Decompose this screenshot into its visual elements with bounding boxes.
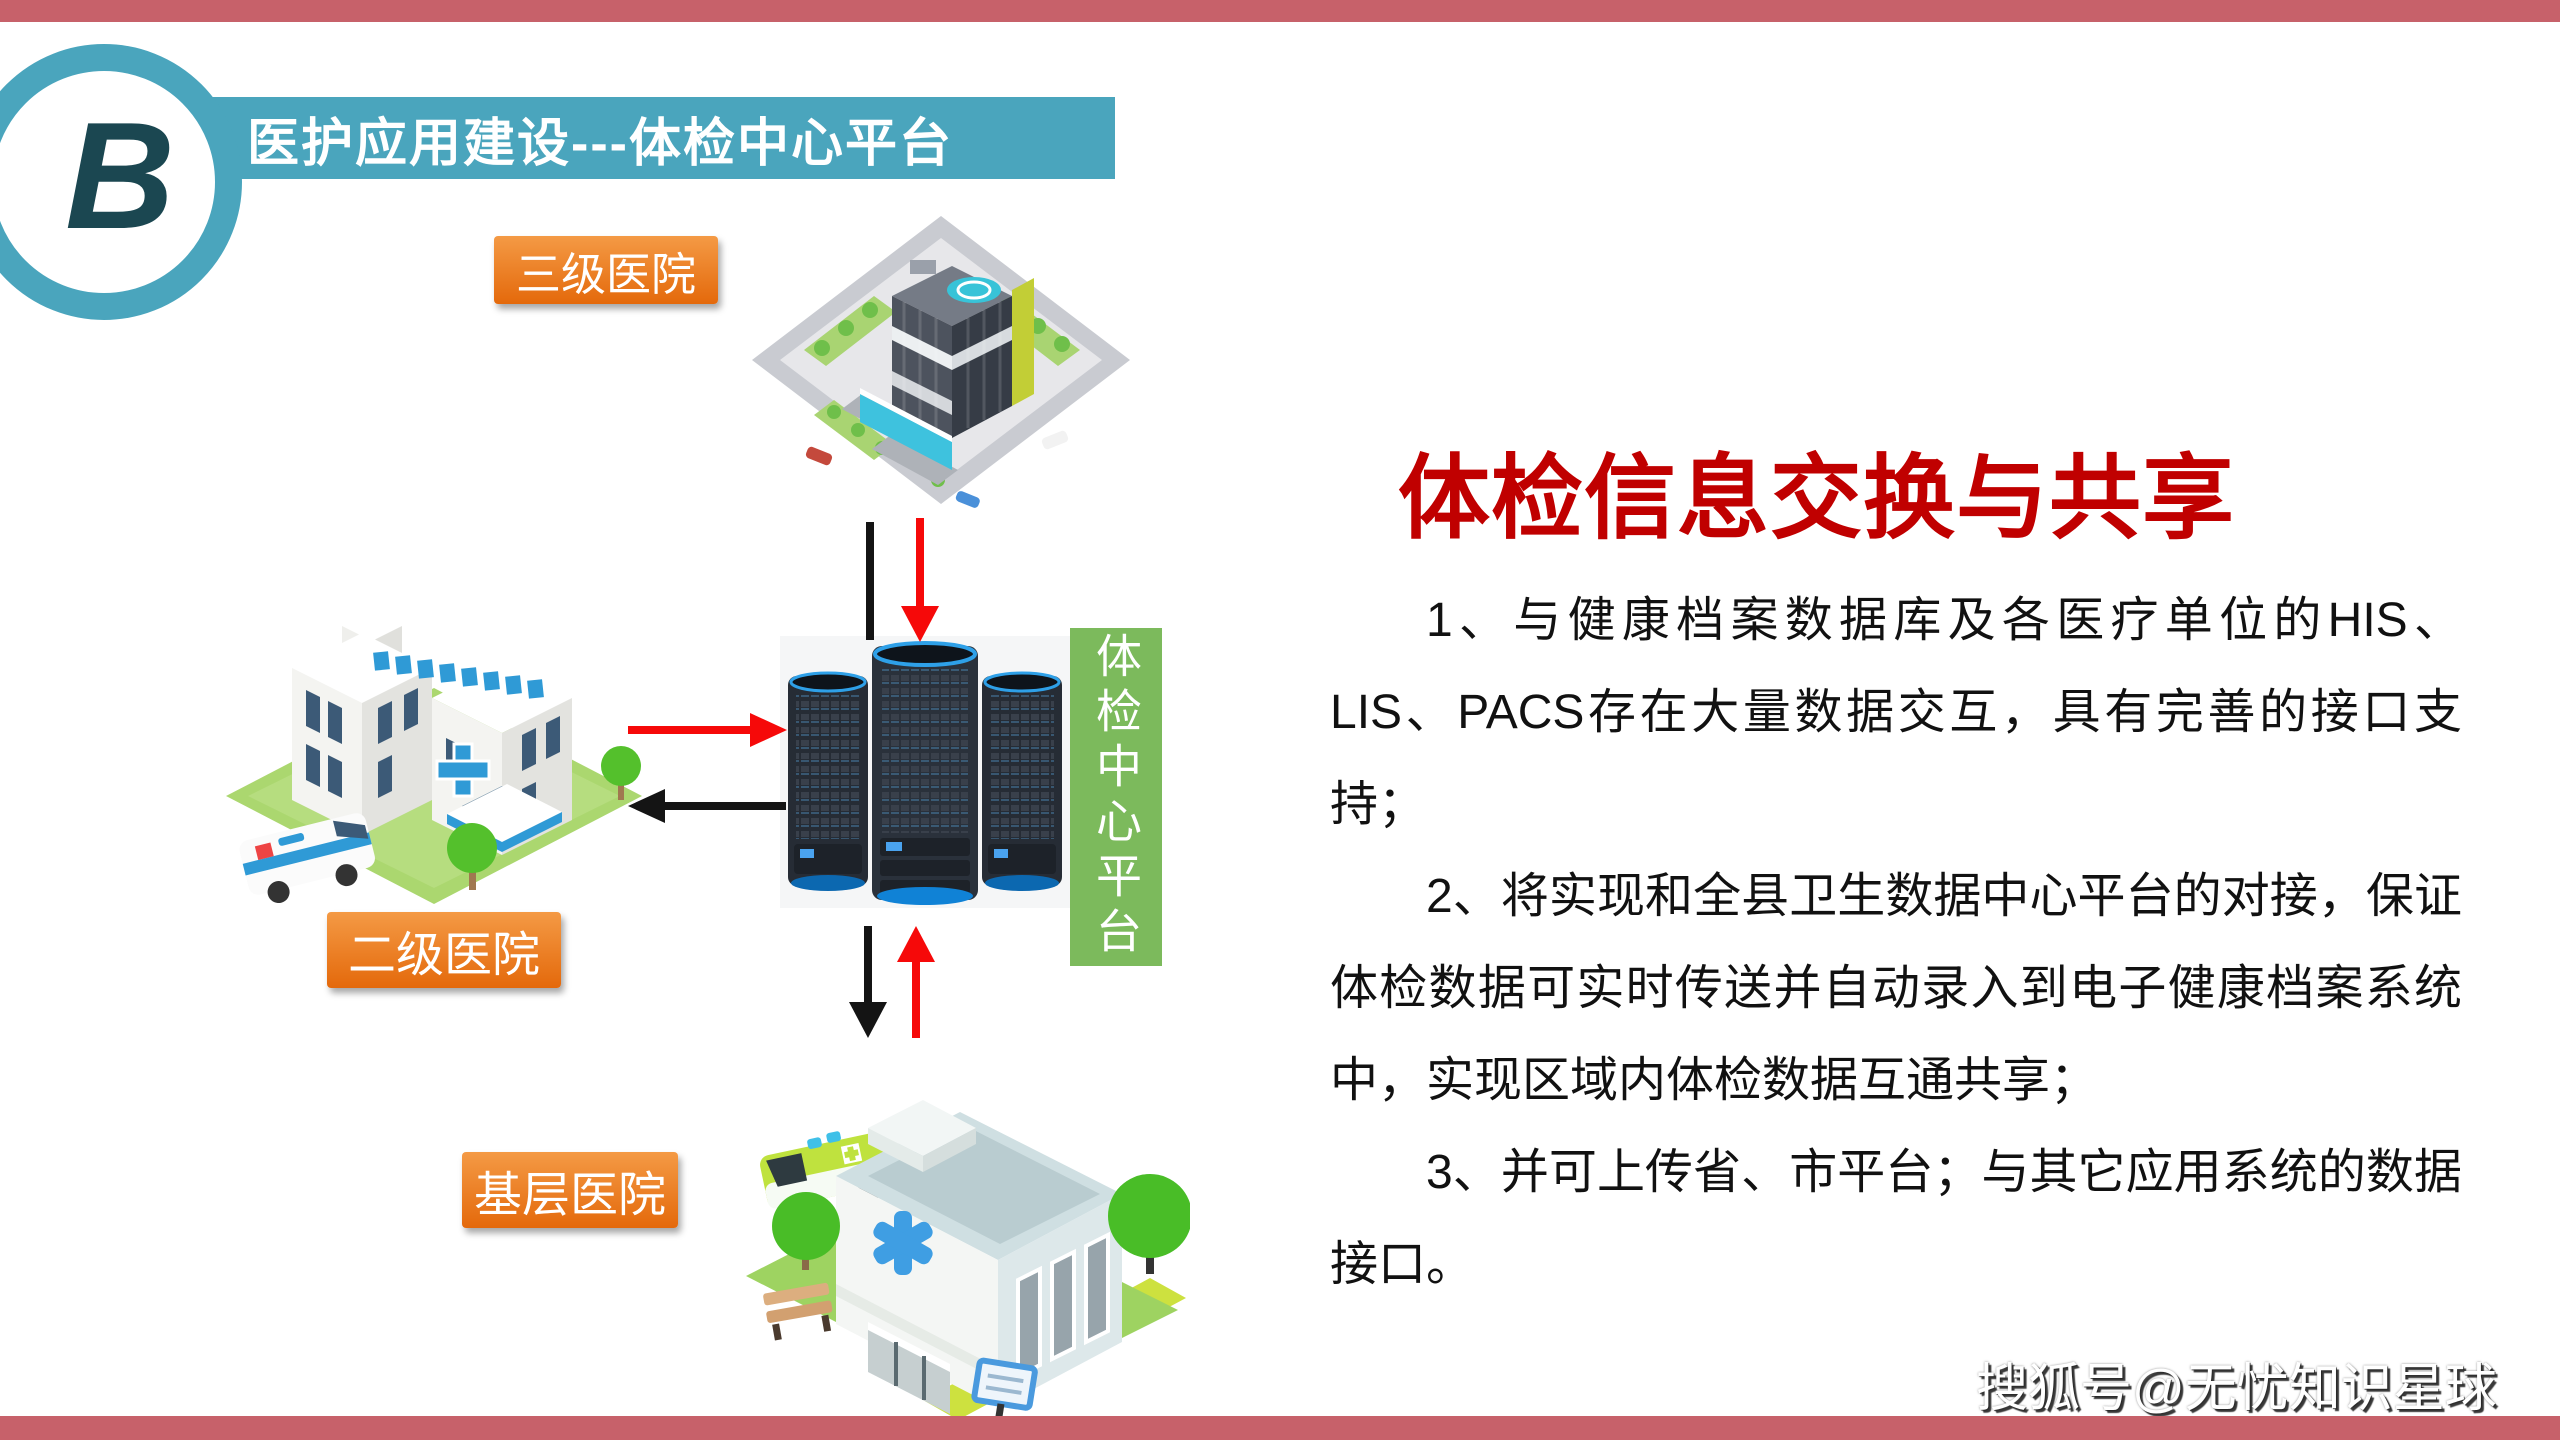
link-line-tertiary-to-center bbox=[866, 522, 874, 640]
tower-icon bbox=[860, 260, 1034, 470]
exam-center-platform-label: 体检中心平台 bbox=[1070, 628, 1162, 966]
bottom-accent-bar bbox=[0, 1416, 2560, 1440]
tree-icon bbox=[447, 746, 641, 890]
red-up-arrow-icon bbox=[897, 926, 935, 1038]
red-down-arrow-icon bbox=[901, 518, 939, 642]
medical-cross-icon bbox=[435, 742, 491, 798]
server-tower-icon bbox=[788, 671, 868, 891]
bench-icon bbox=[763, 1282, 833, 1341]
server-tower-icon bbox=[872, 641, 978, 905]
hospital-letters-icon bbox=[373, 651, 544, 699]
black-down-arrow-icon bbox=[849, 926, 887, 1038]
paragraph-2: 2、将实现和全县卫生数据中心平台的对接，保证体检数据可实时传送并自动录入到电子健… bbox=[1330, 870, 2462, 1107]
header-title: 医护应用建设---体检中心平台 bbox=[247, 114, 953, 173]
helipad-icon bbox=[947, 277, 1001, 303]
tertiary-hospital-illustration bbox=[742, 198, 1140, 530]
paragraph-1: 1、与健康档案数据库及各医疗单位的HIS、LIS、PACS存在大量数据交互，具有… bbox=[1330, 594, 2462, 831]
secondary-hospital-illustration bbox=[222, 548, 646, 904]
ambulance-icon bbox=[239, 813, 375, 904]
header-banner: 医护应用建设---体检中心平台 bbox=[195, 97, 1115, 179]
clinic-building-icon bbox=[836, 1100, 1122, 1414]
section-body: 1、与健康档案数据库及各医疗单位的HIS、LIS、PACS存在大量数据交互，具有… bbox=[1330, 575, 2462, 1311]
medical-star-icon bbox=[873, 1211, 933, 1275]
hospital-building-icon bbox=[292, 611, 572, 855]
grassroots-hospital-label: 基层医院 bbox=[462, 1152, 678, 1228]
cars-icon bbox=[805, 430, 1069, 508]
secondary-hospital-label: 二级医院 bbox=[327, 912, 561, 988]
watermark: 搜狐号@无忧知识星球 bbox=[1976, 1360, 2497, 1418]
tree-icon bbox=[772, 1174, 1192, 1274]
red-right-arrow-icon bbox=[628, 713, 787, 747]
black-left-arrow-icon bbox=[628, 789, 786, 823]
top-accent-bar bbox=[0, 0, 2560, 22]
logo-letter: B bbox=[65, 90, 175, 261]
server-tower-icon bbox=[982, 671, 1062, 891]
hospital-sign-icon bbox=[971, 1357, 1038, 1421]
exam-center-servers-illustration bbox=[780, 634, 1070, 912]
grassroots-clinic-illustration bbox=[718, 1048, 1192, 1421]
paragraph-3: 3、并可上传省、市平台；与其它应用系统的数据接口。 bbox=[1330, 1146, 2462, 1291]
tertiary-hospital-label: 三级医院 bbox=[494, 236, 718, 304]
section-title: 体检信息交换与共享 bbox=[1398, 448, 2236, 550]
